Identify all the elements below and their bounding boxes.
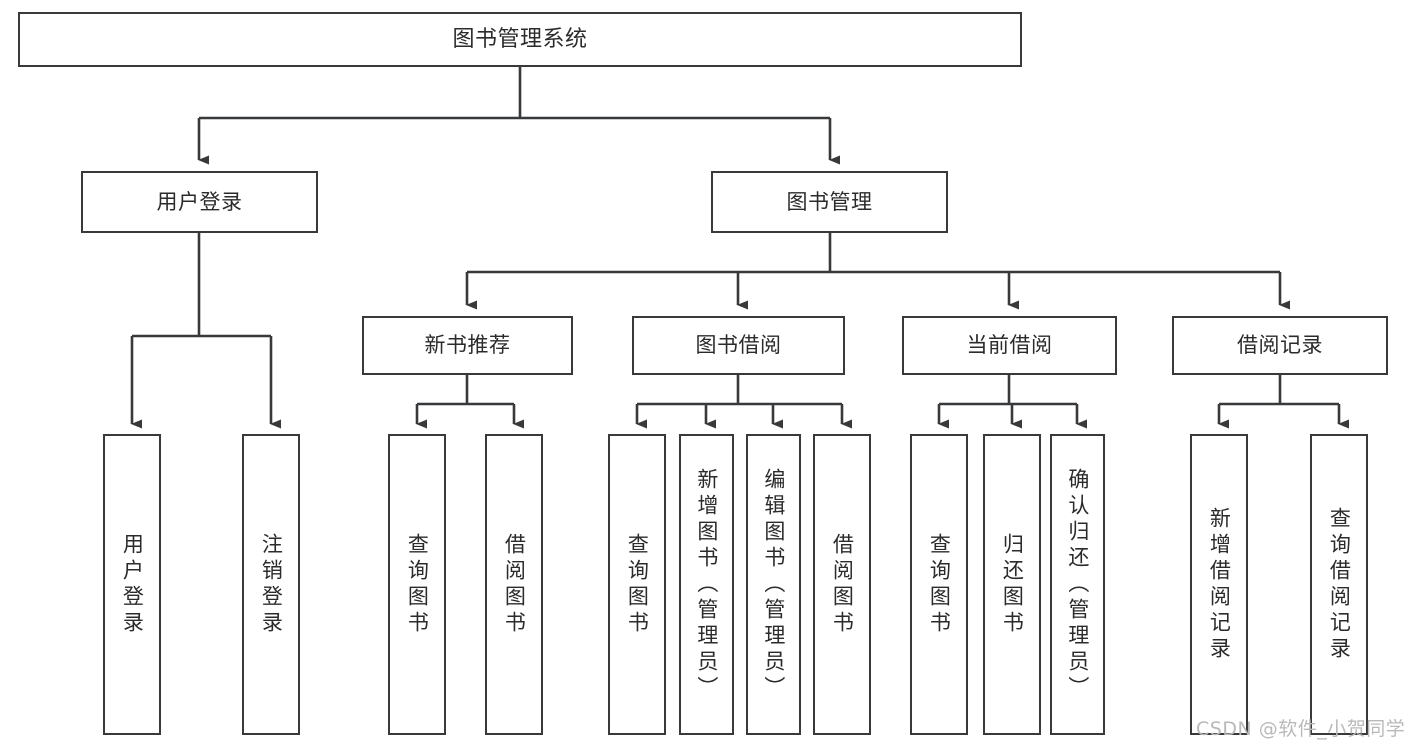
node-leaf-return-book[interactable]: 归还图书 (983, 434, 1041, 735)
node-leaf-borrow-book-2-label: 借阅图书 (830, 532, 855, 637)
node-leaf-add-record[interactable]: 新增借阅记录 (1190, 434, 1248, 735)
node-leaf-edit-book[interactable]: 编辑图书（管理员） (746, 434, 801, 735)
node-leaf-edit-book-label: 编辑图书（管理员） (761, 467, 786, 702)
node-root[interactable]: 图书管理系统 (18, 12, 1022, 67)
node-book-manage[interactable]: 图书管理 (711, 171, 948, 233)
node-borrow-record-label: 借阅记录 (1237, 333, 1323, 358)
node-current-borrow-label: 当前借阅 (966, 333, 1053, 358)
node-leaf-add-book-label: 新增图书（管理员） (694, 467, 719, 702)
node-new-book-rec[interactable]: 新书推荐 (362, 316, 573, 375)
node-new-book-rec-label: 新书推荐 (424, 333, 511, 358)
node-leaf-query-book-1[interactable]: 查询图书 (388, 434, 446, 735)
node-leaf-user-login-label: 用户登录 (120, 532, 145, 637)
node-book-borrow[interactable]: 图书借阅 (632, 316, 845, 375)
node-leaf-return-book-label: 归还图书 (1000, 532, 1025, 637)
node-leaf-query-book-2[interactable]: 查询图书 (608, 434, 666, 735)
node-leaf-borrow-book-2[interactable]: 借阅图书 (813, 434, 871, 735)
node-leaf-user-login[interactable]: 用户登录 (103, 434, 161, 735)
node-leaf-query-book-3[interactable]: 查询图书 (910, 434, 968, 735)
node-leaf-query-book-1-label: 查询图书 (405, 532, 430, 637)
node-leaf-query-record-label: 查询借阅记录 (1327, 506, 1352, 663)
node-leaf-confirm-return-label: 确认归还（管理员） (1065, 467, 1090, 702)
node-leaf-add-record-label: 新增借阅记录 (1207, 506, 1232, 663)
node-leaf-user-logout-label: 注销登录 (259, 532, 284, 637)
node-root-label: 图书管理系统 (452, 26, 588, 52)
node-user-login-label: 用户登录 (156, 189, 243, 214)
node-current-borrow[interactable]: 当前借阅 (902, 316, 1117, 375)
node-leaf-borrow-book-1[interactable]: 借阅图书 (485, 434, 543, 735)
node-leaf-confirm-return[interactable]: 确认归还（管理员） (1050, 434, 1105, 735)
node-leaf-borrow-book-1-label: 借阅图书 (502, 532, 527, 637)
node-user-login[interactable]: 用户登录 (81, 171, 318, 233)
node-leaf-user-logout[interactable]: 注销登录 (242, 434, 300, 735)
node-leaf-add-book[interactable]: 新增图书（管理员） (679, 434, 734, 735)
node-book-manage-label: 图书管理 (786, 189, 873, 214)
node-leaf-query-record[interactable]: 查询借阅记录 (1310, 434, 1368, 735)
watermark-text: CSDN @软件_小贺同学 (1196, 718, 1405, 740)
node-book-borrow-label: 图书借阅 (695, 333, 782, 358)
watermark: CSDN @软件_小贺同学 (1196, 714, 1405, 741)
node-borrow-record[interactable]: 借阅记录 (1172, 316, 1388, 375)
node-leaf-query-book-2-label: 查询图书 (625, 532, 650, 637)
node-leaf-query-book-3-label: 查询图书 (927, 532, 952, 637)
